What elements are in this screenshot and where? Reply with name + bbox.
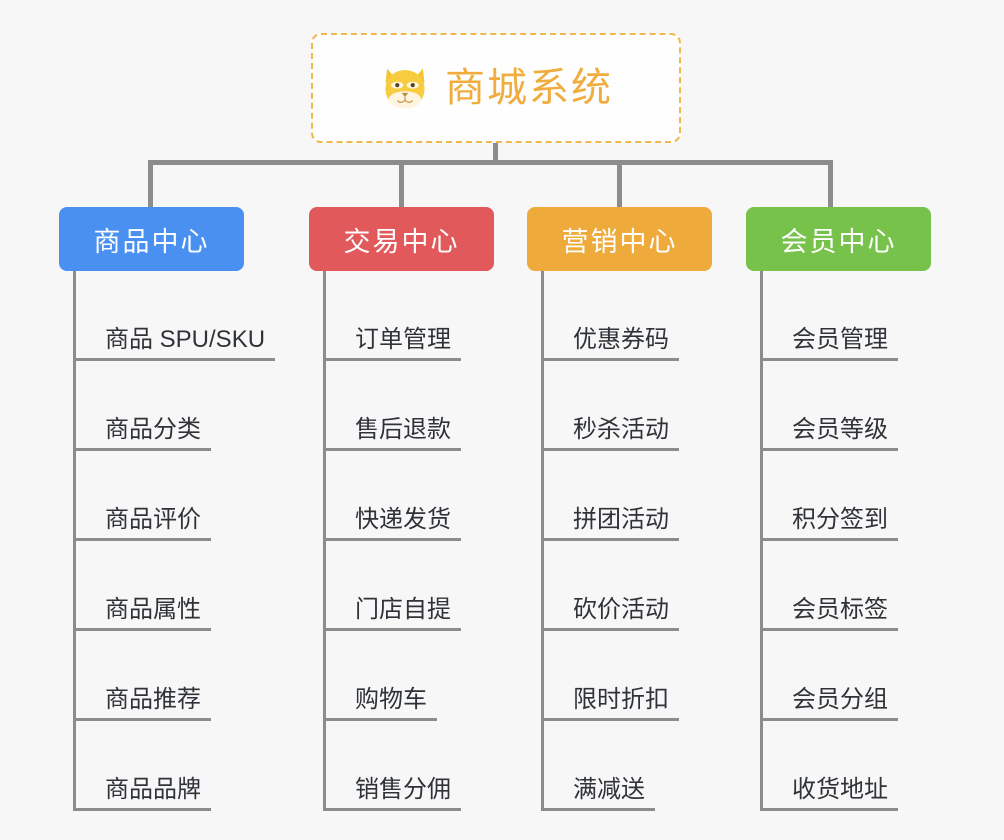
leaf-item[interactable]: 订单管理 [323,271,461,361]
leaf-item[interactable]: 商品分类 [73,361,211,451]
shiba-dog-face-icon [385,68,425,109]
leaf-item[interactable]: 售后退款 [323,361,461,451]
connector-drop-4 [828,160,833,207]
leaf-item[interactable]: 会员分组 [760,631,898,721]
leaf-label: 收货地址 [792,775,888,803]
leaf-label: 砍价活动 [573,595,669,623]
leaf-item[interactable]: 优惠券码 [541,271,679,361]
connector-root-stem [493,143,498,163]
leaf-label: 商品属性 [105,595,201,623]
leaf-label: 积分签到 [792,505,888,533]
connector-drop-1 [148,160,153,207]
leaf-label: 会员管理 [792,325,888,353]
leaf-item[interactable]: 拼团活动 [541,451,679,541]
leaf-item[interactable]: 收货地址 [760,721,898,811]
leaf-item[interactable]: 销售分佣 [323,721,461,811]
leaf-item[interactable]: 购物车 [323,631,437,721]
leaf-item[interactable]: 会员管理 [760,271,898,361]
leaf-item[interactable]: 满减送 [541,721,655,811]
leaf-item[interactable]: 秒杀活动 [541,361,679,451]
leaf-label: 商品品牌 [105,775,201,803]
leaf-label: 商品评价 [105,505,201,533]
leaf-label: 购物车 [355,685,427,713]
branch-header-label-2: 交易中心 [343,226,460,257]
leaf-label: 限时折扣 [573,685,669,713]
root-node-mall-system[interactable]: 商城系统 [311,33,681,143]
root-title: 商城系统 [445,66,613,110]
leaf-item[interactable]: 快递发货 [323,451,461,541]
leaf-label: 订单管理 [355,325,451,353]
leaf-label: 商品 SPU/SKU [105,325,266,353]
connector-horizontal-bus [148,160,831,165]
leaf-label: 秒杀活动 [573,415,669,443]
leaf-label: 销售分佣 [355,775,451,803]
leaf-item[interactable]: 积分签到 [760,451,898,541]
leaf-label: 售后退款 [355,415,451,443]
leaf-label: 商品推荐 [105,685,201,713]
leaf-item[interactable]: 商品推荐 [73,631,211,721]
leaf-item[interactable]: 限时折扣 [541,631,679,721]
leaf-label: 会员分组 [792,685,888,713]
leaf-item[interactable]: 会员标签 [760,541,898,631]
branch-spine-2 [323,271,326,811]
leaf-item[interactable]: 商品品牌 [73,721,211,811]
branch-header-label-4: 会员中心 [780,226,897,257]
branch-spine-4 [760,271,763,811]
branch-spine-3 [541,271,544,811]
leaf-item[interactable]: 商品 SPU/SKU [73,271,276,361]
branch-header-1[interactable]: 商品中心 [59,207,244,271]
branch-spine-1 [73,271,76,811]
leaf-item[interactable]: 会员等级 [760,361,898,451]
leaf-item[interactable]: 商品评价 [73,451,211,541]
branch-header-label-3: 营销中心 [561,226,678,257]
leaf-label: 满减送 [573,775,645,803]
leaf-label: 门店自提 [355,595,451,623]
leaf-label: 快递发货 [355,505,451,533]
connector-drop-2 [399,160,404,207]
connector-drop-3 [617,160,622,207]
branch-header-2[interactable]: 交易中心 [309,207,494,271]
leaf-item[interactable]: 商品属性 [73,541,211,631]
leaf-label: 会员等级 [792,415,888,443]
branch-column-2: 交易中心 订单管理 售后退款 快递发货 门店自提 购物车 销售分佣 [309,207,494,811]
branch-column-1: 商品中心 商品 SPU/SKU 商品分类 商品评价 商品属性 商品推荐 商品品牌 [59,207,276,811]
leaf-label: 拼团活动 [573,505,669,533]
branch-header-label-1: 商品中心 [93,226,210,257]
leaf-item[interactable]: 砍价活动 [541,541,679,631]
leaf-label: 会员标签 [792,595,888,623]
branch-header-3[interactable]: 营销中心 [527,207,712,271]
branch-header-4[interactable]: 会员中心 [746,207,931,271]
leaf-item[interactable]: 门店自提 [323,541,461,631]
branch-column-4: 会员中心 会员管理 会员等级 积分签到 会员标签 会员分组 收货地址 [746,207,931,811]
branch-column-3: 营销中心 优惠券码 秒杀活动 拼团活动 砍价活动 限时折扣 满减送 [527,207,712,811]
leaf-label: 商品分类 [105,415,201,443]
leaf-label: 优惠券码 [573,325,669,353]
